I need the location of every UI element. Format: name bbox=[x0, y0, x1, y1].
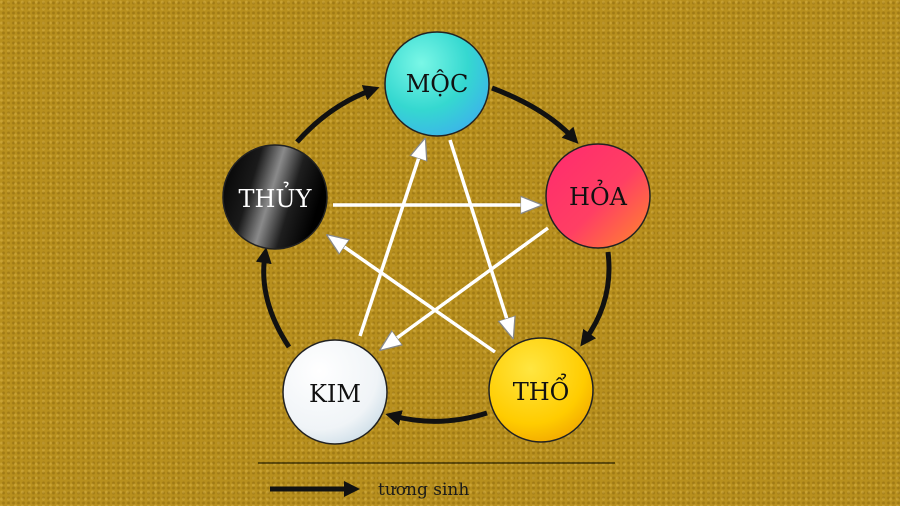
arrow-kim-to-moc bbox=[358, 142, 424, 337]
arrow-kim-to-thuy bbox=[255, 247, 292, 349]
arrow-tho-to-thuy bbox=[330, 237, 497, 354]
node-moc-label: MỘC bbox=[406, 69, 469, 98]
node-thuy: THỦY bbox=[222, 144, 328, 250]
arrow-tho-to-kim bbox=[385, 410, 488, 426]
arrow-hoa-to-kim bbox=[383, 226, 550, 348]
legend: tương sinh bbox=[258, 462, 615, 500]
arrow-thuy-to-moc bbox=[295, 85, 380, 144]
arrow-hoa-to-tho bbox=[580, 251, 612, 347]
node-moc: MỘC bbox=[384, 31, 490, 137]
controlling-star bbox=[330, 139, 550, 354]
node-hoa-label: HỎA bbox=[569, 179, 628, 211]
legend-label: tương sinh bbox=[378, 480, 469, 500]
arrow-moc-to-hoa bbox=[491, 85, 579, 144]
node-tho-label: THỔ bbox=[513, 372, 570, 406]
node-kim-label: KIM bbox=[309, 380, 361, 408]
arrow-moc-to-tho bbox=[448, 139, 512, 335]
node-kim: KIM bbox=[282, 339, 388, 445]
node-thuy-label: THỦY bbox=[238, 181, 312, 213]
node-tho: THỔ bbox=[488, 337, 594, 443]
generating-cycle bbox=[255, 85, 612, 426]
node-hoa: HỎA bbox=[545, 143, 651, 249]
